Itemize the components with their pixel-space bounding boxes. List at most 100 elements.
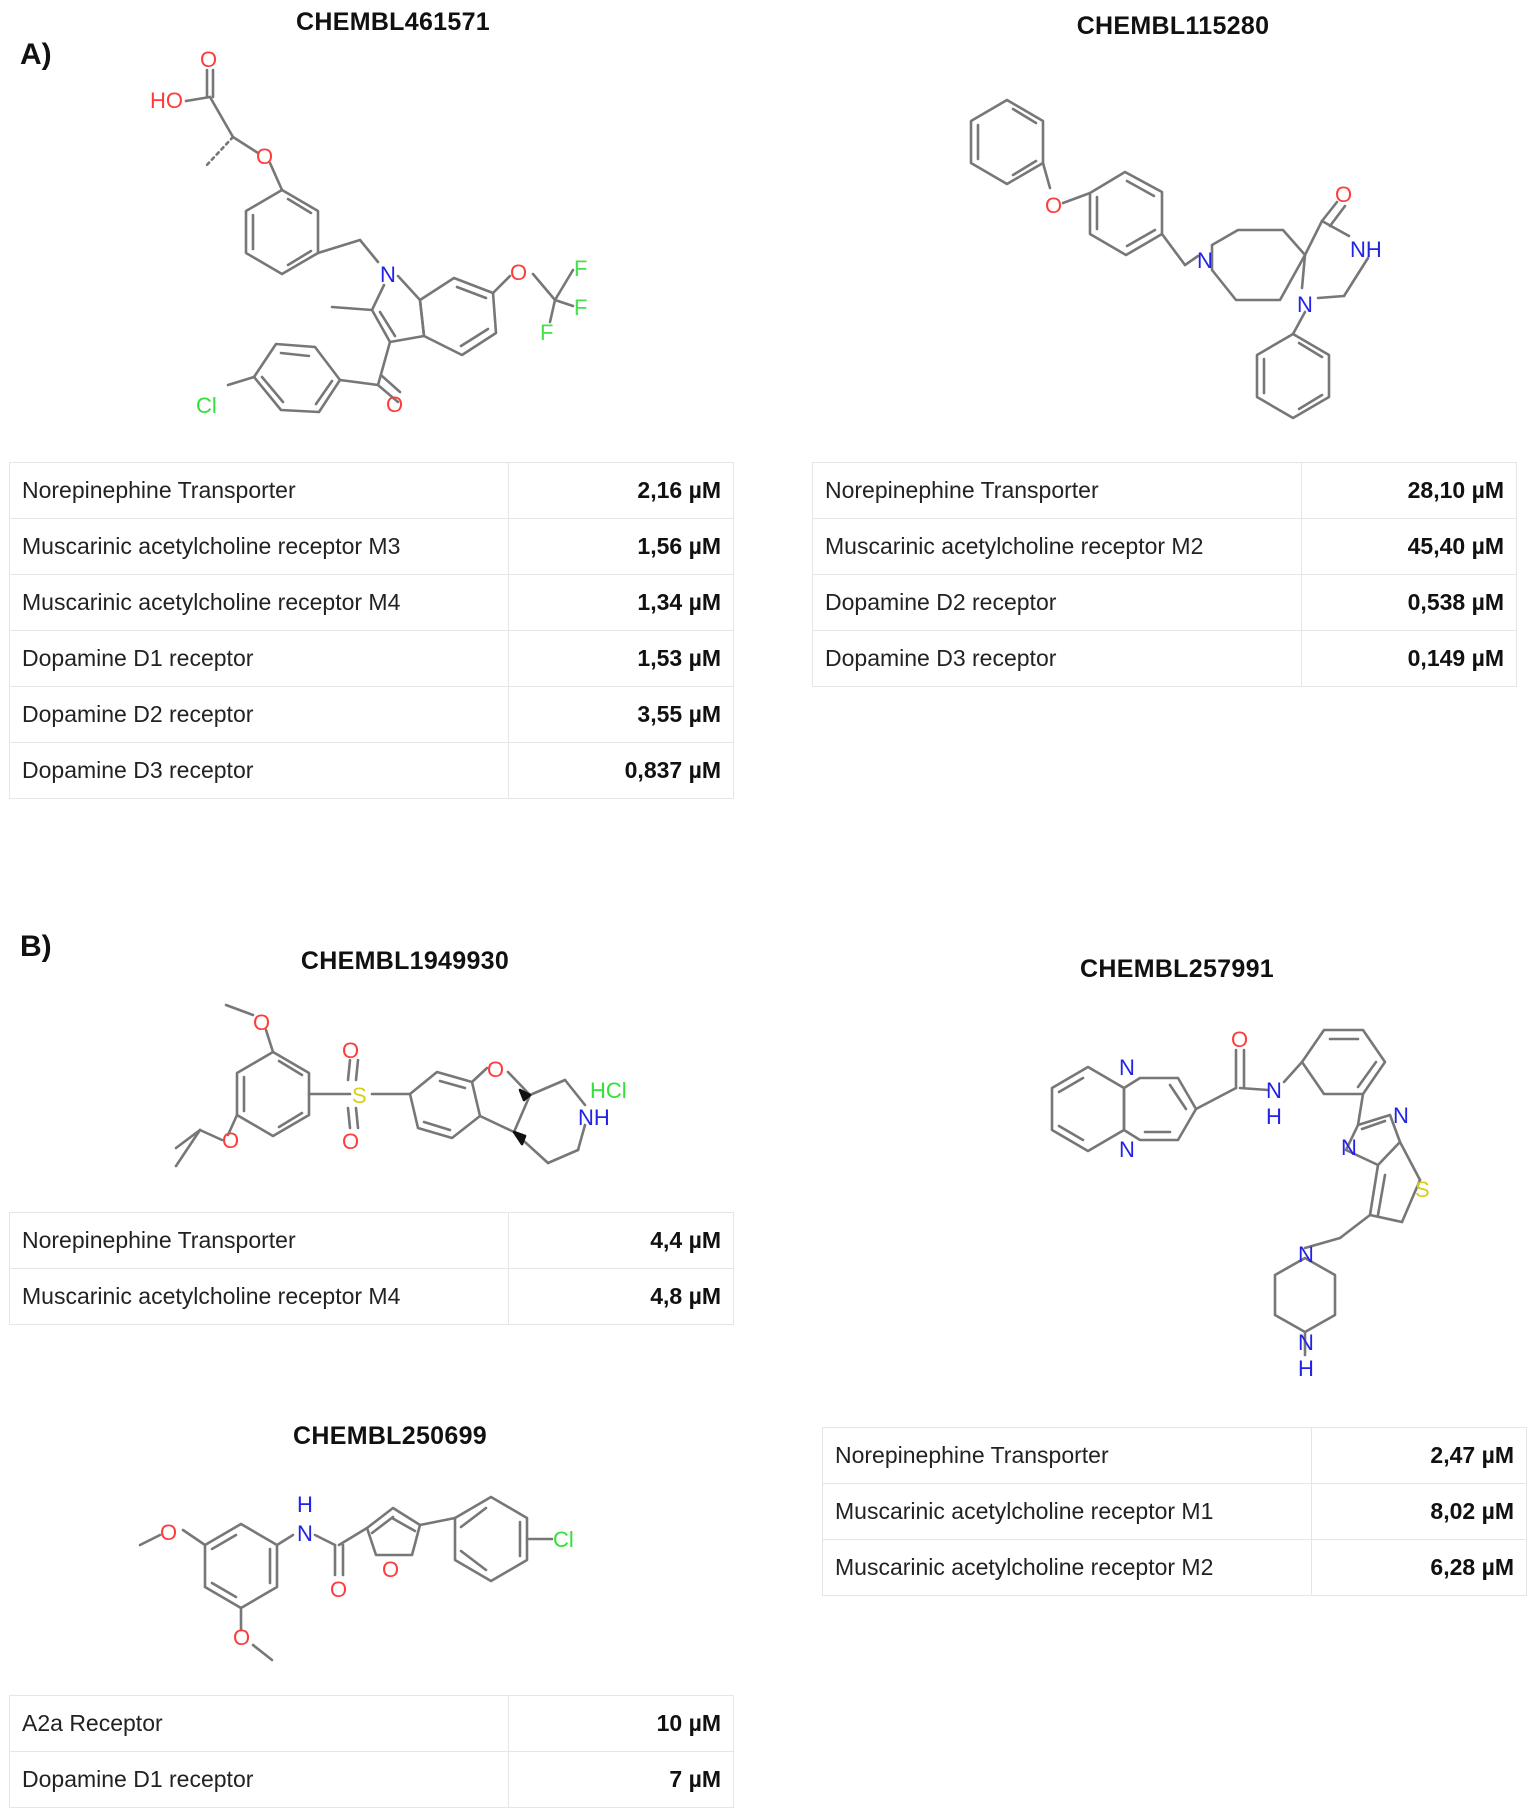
svg-text:N: N [1298, 1242, 1314, 1267]
activity-value: 7 µM [508, 1751, 734, 1808]
svg-text:O: O [382, 1557, 399, 1582]
svg-text:Cl: Cl [196, 393, 217, 418]
svg-text:N: N [1393, 1103, 1409, 1128]
svg-text:S: S [352, 1083, 367, 1108]
activity-value: 0,538 µM [1301, 574, 1517, 631]
compound-title: CHEMBL1949930 [300, 947, 510, 975]
svg-text:O: O [330, 1577, 347, 1602]
target-name: Muscarinic acetylcholine receptor M2 [811, 518, 1303, 575]
target-name: Dopamine D1 receptor [8, 630, 510, 687]
activity-value: 1,34 µM [508, 574, 734, 631]
target-name: Norepinephine Transporter [821, 1427, 1313, 1484]
svg-text:O: O [233, 1625, 250, 1650]
target-name: Dopamine D2 receptor [8, 686, 510, 743]
svg-text:NH: NH [578, 1105, 610, 1130]
activity-value: 2,16 µM [508, 462, 734, 519]
svg-text:O: O [253, 1010, 270, 1035]
svg-text:H: H [1298, 1356, 1314, 1381]
svg-text:O: O [1045, 193, 1062, 218]
activity-value: 4,4 µM [508, 1212, 734, 1269]
target-name: Dopamine D3 receptor [8, 742, 510, 799]
svg-text:O: O [386, 392, 403, 417]
svg-text:O: O [256, 144, 273, 169]
svg-text:O: O [160, 1520, 177, 1545]
svg-text:F: F [574, 295, 587, 320]
target-name: Dopamine D3 receptor [811, 630, 1303, 687]
target-name: Muscarinic acetylcholine receptor M4 [8, 574, 510, 631]
svg-text:HCl: HCl [590, 1078, 627, 1103]
target-name: Dopamine D1 receptor [8, 1751, 510, 1808]
target-name: A2a Receptor [8, 1695, 510, 1752]
activity-value: 8,02 µM [1311, 1483, 1527, 1540]
svg-text:H: H [1266, 1104, 1282, 1129]
svg-text:O: O [1335, 182, 1352, 207]
compound-title: CHEMBL115280 [1076, 12, 1270, 40]
activity-value: 45,40 µM [1301, 518, 1517, 575]
svg-text:O: O [342, 1038, 359, 1063]
activity-value: 28,10 µM [1301, 462, 1517, 519]
svg-text:N: N [1298, 1330, 1314, 1355]
svg-text:O: O [222, 1128, 239, 1153]
activity-value: 3,55 µM [508, 686, 734, 743]
target-name: Muscarinic acetylcholine receptor M1 [821, 1483, 1313, 1540]
svg-text:O: O [510, 260, 527, 285]
svg-text:N: N [1266, 1078, 1282, 1103]
target-name: Muscarinic acetylcholine receptor M4 [8, 1268, 510, 1325]
activity-value: 10 µM [508, 1695, 734, 1752]
panel-label-b: B) [20, 930, 52, 963]
compound-title: CHEMBL461571 [296, 8, 490, 36]
svg-text:O: O [487, 1057, 504, 1082]
activity-value: 0,837 µM [508, 742, 734, 799]
svg-text:Cl: Cl [553, 1527, 574, 1552]
svg-text:H: H [297, 1492, 313, 1517]
target-name: Dopamine D2 receptor [811, 574, 1303, 631]
svg-text:N: N [1119, 1055, 1135, 1080]
target-name: Norepinephine Transporter [8, 462, 510, 519]
svg-text:N: N [1119, 1137, 1135, 1162]
svg-text:S: S [1415, 1177, 1430, 1202]
target-name: Muscarinic acetylcholine receptor M2 [821, 1539, 1313, 1596]
activity-value: 1,53 µM [508, 630, 734, 687]
activity-value: 0,149 µM [1301, 630, 1517, 687]
svg-text:N: N [297, 1521, 313, 1546]
svg-text:O: O [200, 47, 217, 72]
svg-text:O: O [342, 1129, 359, 1154]
activity-value: 2,47 µM [1311, 1427, 1527, 1484]
target-name: Norepinephine Transporter [8, 1212, 510, 1269]
compound-title: CHEMBL257991 [1080, 955, 1274, 983]
svg-text:HO: HO [150, 88, 183, 113]
activity-value: 6,28 µM [1311, 1539, 1527, 1596]
svg-text:NH: NH [1350, 237, 1382, 262]
svg-text:N: N [1297, 292, 1313, 317]
svg-text:F: F [540, 320, 553, 345]
target-name: Norepinephine Transporter [811, 462, 1303, 519]
svg-text:F: F [574, 256, 587, 281]
svg-text:N: N [1197, 248, 1213, 273]
compound-title: CHEMBL250699 [293, 1422, 487, 1450]
panel-label-a: A) [20, 38, 52, 71]
svg-text:O: O [1231, 1027, 1248, 1052]
activity-value: 4,8 µM [508, 1268, 734, 1325]
